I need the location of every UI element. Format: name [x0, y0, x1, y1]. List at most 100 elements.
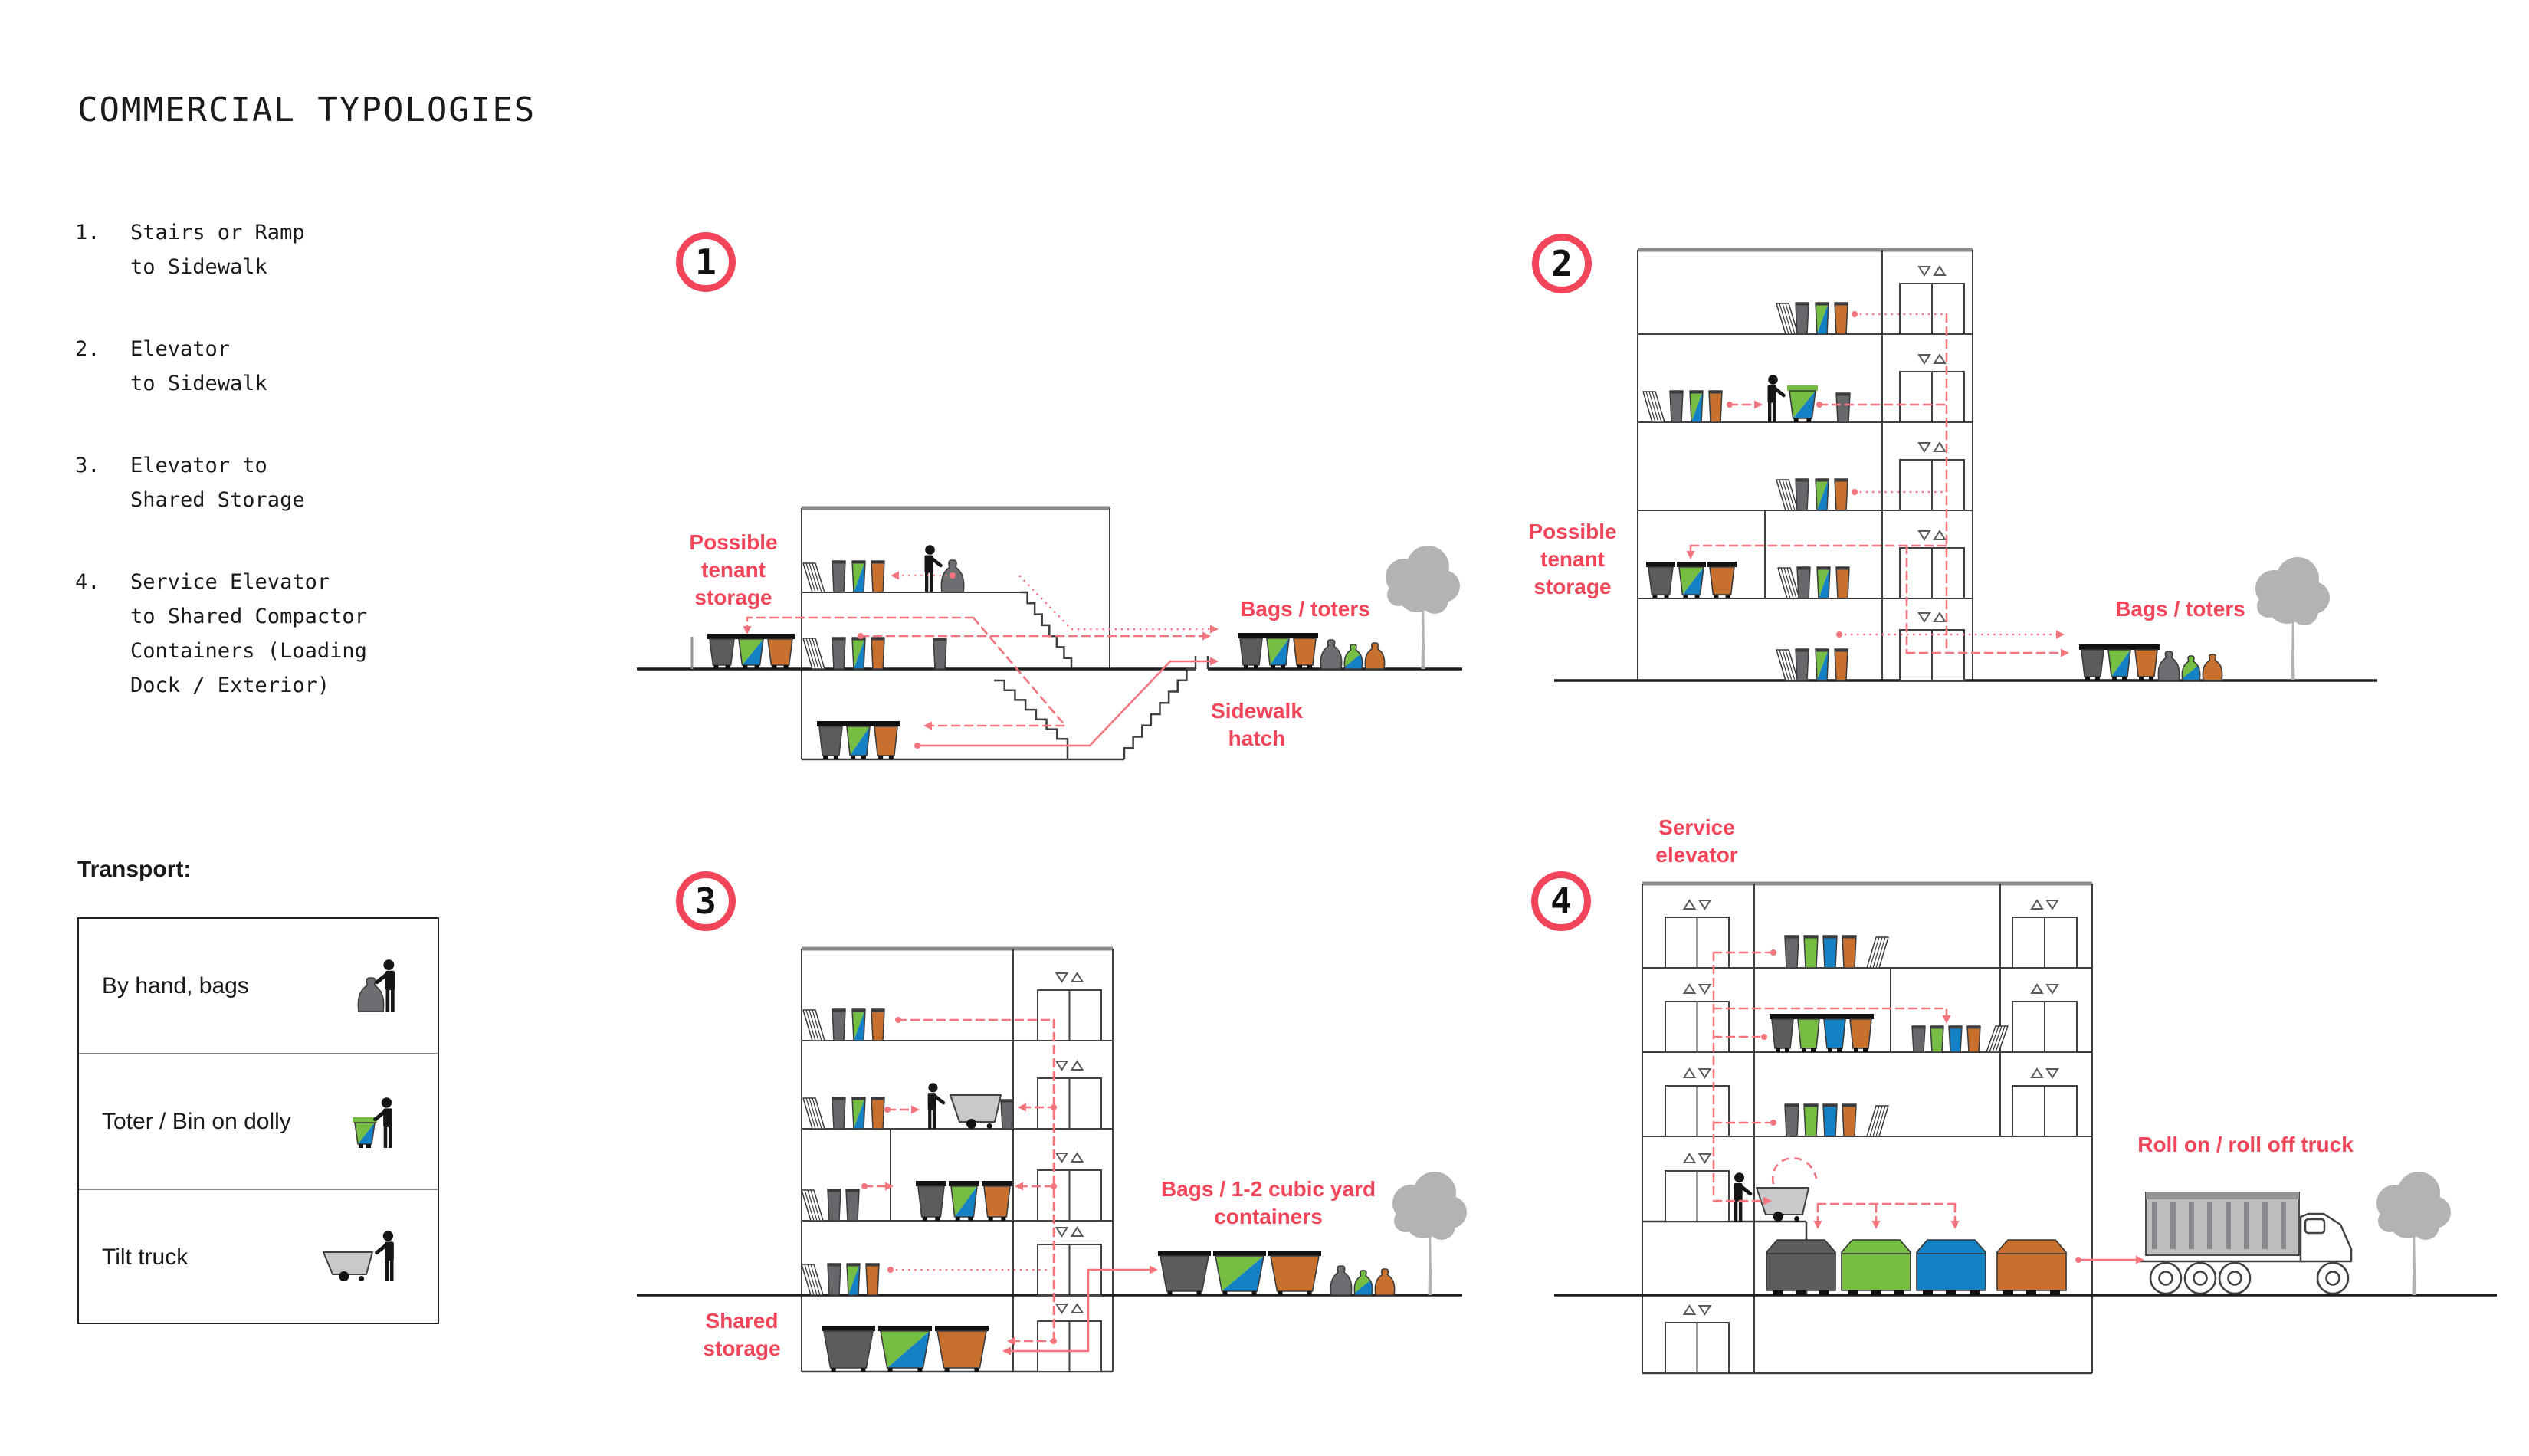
diagram-2-badge: 2 — [1532, 234, 1592, 293]
flow-arrowhead — [743, 626, 752, 635]
shape — [852, 1009, 865, 1041]
toter-foot — [823, 756, 828, 759]
bundle-slat — [804, 1189, 815, 1222]
toter-foot — [366, 1144, 371, 1148]
elevator-up-icon — [1933, 441, 1947, 452]
elevator-doors-icon — [1037, 1152, 1102, 1222]
flow-arrowhead — [2056, 630, 2065, 639]
truck-container-rib — [2262, 1202, 2268, 1249]
shape — [709, 638, 735, 666]
shape — [1000, 1099, 1014, 1130]
shape — [850, 726, 870, 756]
diagram-1 — [637, 506, 1462, 761]
slim-bin-icon — [1795, 302, 1809, 335]
truck-container-rib — [2226, 1202, 2231, 1249]
toter-lid — [982, 1181, 1012, 1186]
truck-container-rib — [2244, 1202, 2249, 1249]
shape — [1819, 567, 1830, 598]
bundle-slat — [805, 562, 816, 593]
slim-bin-icon — [1815, 302, 1829, 335]
cardboard-bundle-icon — [802, 562, 825, 593]
toter-foot — [743, 665, 748, 669]
bag-icon — [2202, 654, 2223, 681]
toter-icon — [1213, 1251, 1266, 1295]
bundle-slat — [1648, 391, 1659, 423]
label-bags-toters-2: Bags / toters — [2115, 597, 2245, 621]
cardboard-bundle-icon — [1986, 1025, 2009, 1053]
list-item-3: Elevator to Shared Storage — [130, 454, 305, 512]
toter-foot — [1271, 665, 1276, 669]
toter-icon — [1238, 633, 1264, 669]
shape — [846, 1263, 861, 1296]
shape — [1817, 567, 1830, 598]
truck-container-rib — [2152, 1202, 2157, 1249]
shape — [1679, 567, 1704, 595]
compactor-body — [1841, 1239, 1911, 1291]
toter-lid — [1646, 562, 1675, 567]
toter-foot — [944, 1368, 950, 1372]
tree-canopy — [2378, 1209, 2401, 1232]
bag-icon — [1330, 1265, 1353, 1296]
toter-icon — [736, 634, 766, 669]
shape — [1678, 566, 1704, 595]
toter-foot — [878, 756, 884, 759]
cardboard-bundle-icon — [801, 1189, 824, 1222]
bundle-slat — [805, 1097, 816, 1130]
compactor-foot — [1894, 1290, 1904, 1295]
elevator-up-icon — [2030, 1067, 2044, 1078]
toter-foot — [861, 756, 866, 759]
flow-path — [1712, 1007, 1948, 1019]
toter-icon — [982, 1181, 1012, 1221]
bag-body — [1320, 639, 1343, 670]
shape — [832, 1097, 846, 1130]
label-shared-storage: Shared storage — [703, 1309, 781, 1360]
toter-foot — [2139, 677, 2144, 680]
shape — [1784, 935, 1799, 969]
bundle-slat — [812, 562, 822, 593]
bundle-slat — [804, 1264, 815, 1296]
person-leg — [928, 1108, 932, 1129]
person-arm — [375, 1242, 389, 1255]
legend-label: Tilt truck — [102, 1244, 189, 1270]
toter-lid — [2106, 644, 2133, 650]
person-leg — [388, 1126, 392, 1148]
toter-foot — [1714, 595, 1719, 598]
list-item-2: Elevator to Sidewalk — [130, 337, 267, 395]
shape — [881, 1331, 930, 1368]
bag-body — [357, 977, 385, 1012]
flow-arrowhead — [1950, 1221, 1960, 1229]
bundle-slat — [1645, 391, 1656, 423]
shape — [1797, 1018, 1820, 1049]
toter-lid — [1770, 1014, 1796, 1019]
elevator-doors-icon — [1899, 265, 1965, 335]
person-leg — [385, 1259, 389, 1281]
tilt-truck-body — [950, 1094, 1002, 1123]
slim-bin-icon — [1911, 1025, 1926, 1053]
compactor-container-icon — [1916, 1239, 1986, 1295]
shape — [1803, 935, 1819, 969]
compactor-foot — [2003, 1290, 2013, 1295]
shape — [1266, 638, 1290, 666]
truck-container-rail — [2146, 1192, 2299, 1199]
toter-icon — [707, 634, 736, 669]
shape — [1691, 391, 1703, 422]
shape — [1293, 638, 1317, 666]
truck-container-rib — [2189, 1202, 2194, 1249]
tree-trunk — [2412, 1226, 2416, 1295]
shape — [1816, 303, 1829, 334]
elevator-down-icon — [1055, 1304, 1069, 1314]
shape — [739, 639, 763, 665]
toter-icon — [2106, 644, 2133, 680]
tree-canopy — [2291, 598, 2318, 625]
tilt-truck-body — [323, 1251, 373, 1275]
slim-bin-icon — [1835, 392, 1851, 423]
shape — [767, 638, 793, 666]
shape — [1816, 479, 1829, 510]
list-number-4: 4. — [75, 570, 100, 594]
bundle-slat — [1779, 649, 1789, 681]
elevator-doors-icon — [1899, 441, 1965, 511]
list-number-1: 1. — [75, 221, 100, 244]
toter-lid — [1264, 633, 1291, 638]
truck-hub — [2158, 1271, 2173, 1286]
toter-icon — [1291, 633, 1318, 669]
